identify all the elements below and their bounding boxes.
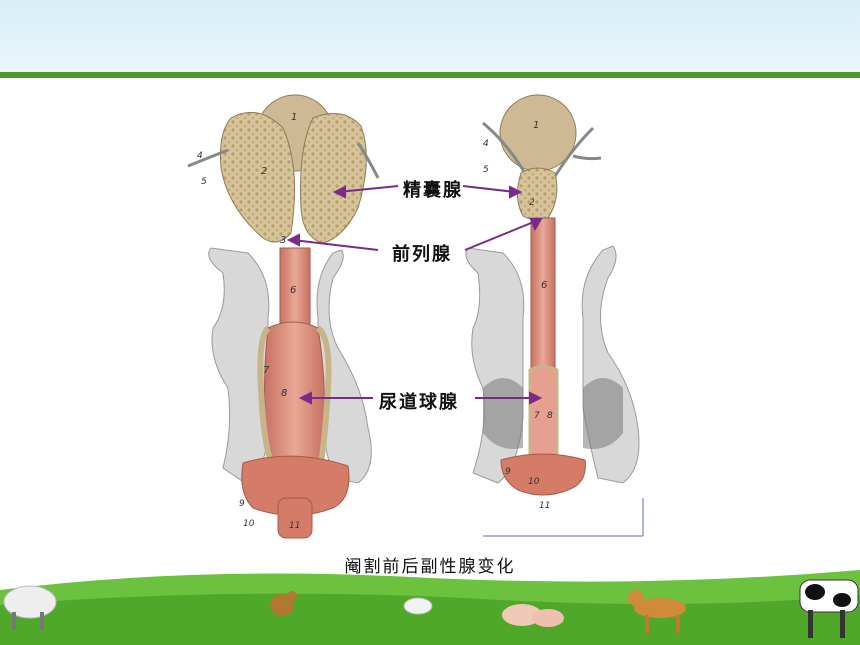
dog-icon [628, 590, 686, 633]
left-pelvis-right [316, 249, 372, 484]
svg-text:5: 5 [201, 177, 207, 187]
right-vesicle [517, 167, 558, 221]
left-bulb [264, 321, 326, 468]
svg-text:2: 2 [261, 166, 267, 177]
left-pelvis-left [208, 247, 270, 484]
svg-text:6: 6 [541, 280, 547, 291]
label-prostate: 前列腺 [392, 244, 452, 265]
left-base [241, 455, 350, 516]
svg-text:3: 3 [280, 235, 286, 246]
svg-text:8: 8 [547, 411, 553, 421]
cow-icon [799, 579, 859, 638]
svg-text:4: 4 [483, 139, 489, 149]
pig-icon [502, 604, 564, 627]
svg-text:4: 4 [197, 151, 203, 161]
svg-text:9: 9 [239, 499, 245, 509]
anatomy-figure: 1 2 3 4 5 6 7 8 9 10 11 1 4 [187, 94, 644, 539]
svg-text:5: 5 [483, 165, 489, 175]
right-specimen: 1 4 5 2 6 7 8 9 10 11 [465, 94, 644, 537]
svg-text:10: 10 [528, 477, 540, 487]
svg-text:7: 7 [263, 365, 270, 376]
svg-text:7: 7 [534, 411, 540, 421]
footer-grass-scene [0, 570, 860, 645]
svg-text:2: 2 [529, 198, 535, 208]
svg-text:9: 9 [505, 467, 511, 477]
label-bulbourethral: 尿道球腺 [379, 392, 459, 413]
label-seminal-vesicle: 精囊腺 [403, 180, 463, 201]
left-specimen: 1 2 3 4 5 6 7 8 9 10 11 [187, 94, 380, 539]
left-vesicle-2 [300, 113, 367, 244]
svg-text:1: 1 [291, 112, 297, 123]
svg-text:8: 8 [281, 388, 287, 399]
svg-text:10: 10 [243, 519, 255, 529]
svg-text:6: 6 [290, 285, 296, 296]
left-vesicle-1 [220, 111, 296, 243]
svg-text:11: 11 [289, 521, 300, 531]
svg-text:11: 11 [539, 501, 550, 511]
figure-caption: 阉割前后副性腺变化 [344, 557, 516, 577]
sheep-icon [3, 585, 57, 630]
annotation-arrows [286, 185, 543, 405]
lamb-icon [403, 597, 433, 615]
header-band [0, 0, 860, 72]
header-rule [0, 72, 860, 78]
svg-text:1: 1 [533, 120, 539, 131]
chicken-icon [270, 591, 297, 616]
